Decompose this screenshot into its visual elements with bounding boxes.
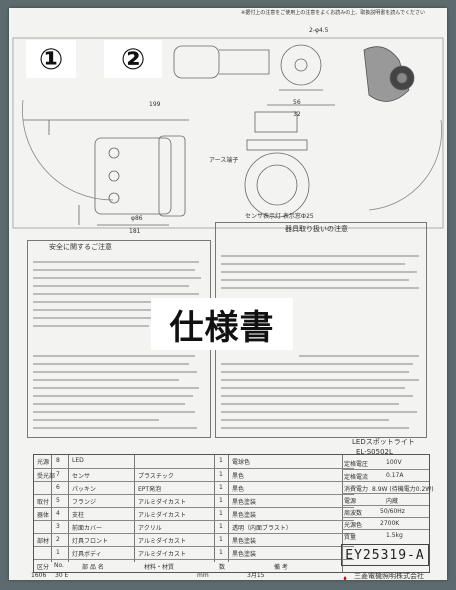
spec-row: 消費電力 8.9W (待機電力0.2W) — [342, 481, 434, 493]
dim-181: 181 — [129, 228, 141, 235]
parts-table: 光源 8 LED 1 電球色 受光部 7 センサ プラスチック 1 黒色 6 パ… — [33, 439, 434, 573]
dim-86: φ86 — [131, 215, 143, 222]
table-row: 光源 8 LED 1 電球色 — [37, 457, 251, 466]
table-row: 1 灯具ボディ アルミダイカスト 1 黒色塗装 — [34, 546, 354, 558]
footer: 1606 30 E mm 3月15 三菱電機照明株式会社 — [27, 571, 437, 580]
model-number: EY25319-A — [341, 544, 429, 566]
page-title: 仕様書 — [151, 298, 293, 350]
earth-label: アース端子 — [209, 157, 239, 164]
table-row: 3 前面カバー アクリル 1 透明（内面ブラスト） — [34, 520, 354, 532]
footer-rev: 30 E — [55, 572, 69, 579]
technical-drawing — [12, 37, 444, 229]
caution-text-lines — [33, 255, 419, 429]
caution-left-title: 安全に関するご注意 — [49, 243, 112, 251]
spec-sheet: ※据付上の注意をご使用上の注意をよくお読みの上、取扱説明書を読んでください ① … — [9, 8, 447, 580]
footer-page: 3月15 — [247, 572, 265, 579]
table-row: 器体 4 支柱 アルミダイカスト 1 黒色塗装 — [34, 507, 354, 519]
spec-row: 周波数 50/60Hz — [342, 505, 429, 517]
product-model-top: EL-S0502L — [356, 448, 393, 456]
sensor-label: センサ表示灯 表示窓Ф25 — [245, 213, 314, 220]
dim-199: 199 — [149, 101, 161, 108]
mitsubishi-logo-icon — [339, 571, 351, 580]
table-row: 部材 2 灯具フロント アルミダイカスト 1 黒色塗装 — [34, 533, 354, 545]
caution-right-title: 器具取り扱いの注意 — [285, 225, 348, 233]
table-row: 6 パッキン EPT発泡 1 黒色 — [34, 481, 354, 493]
spec-row: 光源色 2700K — [342, 517, 429, 529]
company-name: 三菱電機照明株式会社 — [354, 572, 424, 580]
table-row: 受光部 7 センサ プラスチック 1 黒色 — [34, 468, 354, 480]
badge-2: ② — [104, 40, 162, 78]
dim-32: 32 — [293, 111, 301, 118]
note-4.5: 2-φ4.5 — [309, 27, 329, 34]
table-header-row: 区分 No. 部 品 名 材料・材質 数 備 考 — [34, 559, 354, 572]
footer-scale: mm — [197, 572, 209, 579]
dim-56: 56 — [293, 99, 301, 106]
product-category: LEDスポットライト — [352, 438, 415, 446]
footer-code: 1606 — [31, 572, 47, 579]
spec-row: 定格電圧 100V — [344, 459, 402, 468]
spec-row: 定格電流 0.17A — [342, 469, 429, 481]
top-note: ※据付上の注意をご使用上の注意をよくお読みの上、取扱説明書を読んでください — [241, 10, 425, 16]
spec-row: 質量 1.5kg — [342, 529, 429, 541]
spec-row: 電源 内蔵 — [342, 493, 429, 505]
table-row: 取付 5 フランジ アルミダイカスト 1 黒色塗装 — [34, 494, 354, 506]
badge-1: ① — [26, 40, 76, 78]
